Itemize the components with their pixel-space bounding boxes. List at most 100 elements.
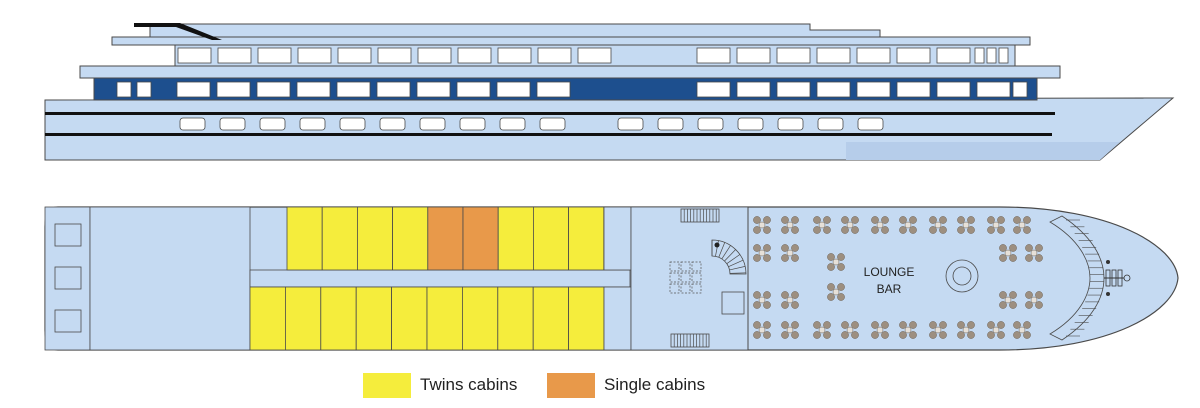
table-top — [904, 326, 912, 334]
chair — [997, 331, 1005, 339]
cabin-twin — [497, 286, 534, 351]
porthole — [419, 117, 446, 131]
chair — [909, 321, 917, 329]
chair — [1009, 291, 1017, 299]
cabin-twin — [568, 286, 605, 351]
cabin-twin — [533, 206, 570, 271]
chair — [753, 216, 761, 224]
cabin-twin — [392, 206, 429, 271]
chair — [909, 331, 917, 339]
chair — [1013, 331, 1021, 339]
profile-window — [776, 47, 811, 64]
lounge-table — [999, 244, 1017, 262]
chair — [1009, 254, 1017, 262]
profile-window — [896, 81, 931, 98]
bar-counter-inner — [952, 266, 972, 286]
chair — [899, 226, 907, 234]
dance-tile — [691, 283, 702, 294]
porthole — [617, 117, 644, 131]
chair — [881, 321, 889, 329]
lounge-table — [871, 216, 889, 234]
chair — [823, 216, 831, 224]
chair — [957, 321, 965, 329]
lounge-table — [841, 216, 859, 234]
chair — [813, 216, 821, 224]
sun-deck-top — [149, 23, 881, 38]
profile-window — [986, 47, 997, 64]
lounge-table — [753, 216, 771, 234]
middle-deck-roof — [79, 65, 1061, 79]
cabin-twin — [355, 286, 393, 351]
lounge-table — [753, 244, 771, 262]
spiral-step — [729, 272, 746, 274]
spiral-step — [718, 242, 726, 258]
profile-window — [696, 81, 731, 98]
chair — [967, 216, 975, 224]
profile-window — [696, 47, 731, 64]
table-top — [1030, 249, 1038, 257]
porthole — [459, 117, 486, 131]
chair — [899, 331, 907, 339]
bridge-stripe — [134, 23, 222, 40]
table-top — [962, 326, 970, 334]
chair — [781, 321, 789, 329]
cabin-twin — [568, 206, 605, 271]
profile-window — [816, 81, 851, 98]
chair — [929, 216, 937, 224]
dance-tile — [680, 283, 691, 294]
porthole — [817, 117, 844, 131]
profile-window — [736, 81, 771, 98]
table-top — [1004, 249, 1012, 257]
cabin-twin — [356, 206, 393, 271]
chair — [841, 331, 849, 339]
lounge-table — [1025, 244, 1043, 262]
lounge-table — [1013, 321, 1031, 339]
profile-window — [856, 81, 891, 98]
chair — [1035, 291, 1043, 299]
stern-box-1 — [54, 223, 82, 247]
lounge-table — [987, 216, 1005, 234]
anchor-link — [1117, 269, 1123, 287]
stern-box-3 — [54, 309, 82, 333]
porthole — [499, 117, 526, 131]
table-top — [876, 221, 884, 229]
legend-twin: Twins cabins — [363, 372, 517, 398]
table-top — [818, 326, 826, 334]
porthole — [737, 117, 764, 131]
profile-window — [998, 47, 1009, 64]
profile-window — [736, 47, 771, 64]
cabin-twin — [391, 286, 428, 351]
chair — [987, 321, 995, 329]
table-top — [786, 249, 794, 257]
chair — [791, 291, 799, 299]
profile-window — [417, 47, 452, 64]
chair — [827, 263, 835, 271]
reception-area — [630, 206, 749, 351]
porthole — [379, 117, 406, 131]
lounge-table — [813, 216, 831, 234]
profile-window — [976, 81, 1011, 98]
spiral-step — [726, 254, 741, 264]
table-top — [876, 326, 884, 334]
porthole — [857, 117, 884, 131]
dance-tile — [669, 272, 680, 283]
legend-single: Single cabins — [547, 372, 705, 398]
chair — [1023, 226, 1031, 234]
chair — [791, 226, 799, 234]
profile-window — [856, 47, 891, 64]
chair — [763, 291, 771, 299]
table-top — [758, 221, 766, 229]
lounge-table — [957, 216, 975, 234]
chair — [1013, 216, 1021, 224]
lounge-table — [929, 321, 947, 339]
profile-window — [496, 81, 531, 98]
profile-window — [177, 47, 212, 64]
chair — [1013, 321, 1021, 329]
lounge-table — [871, 321, 889, 339]
chair — [753, 226, 761, 234]
ship-side-profile — [44, 23, 1175, 161]
lounge-label-line1: LOUNGE — [864, 265, 915, 279]
chair — [781, 301, 789, 309]
porthole — [219, 117, 246, 131]
chair — [1025, 244, 1033, 252]
